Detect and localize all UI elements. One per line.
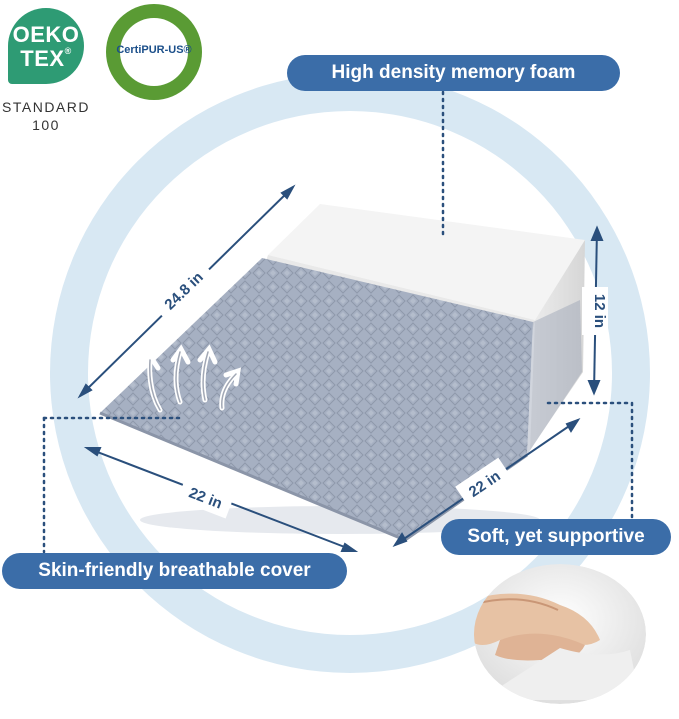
- cover-side: [527, 300, 582, 455]
- hand-foam-photo: [474, 564, 646, 704]
- callout-support: Soft, yet supportive: [441, 519, 671, 555]
- callout-cover: Skin-friendly breathable cover: [2, 553, 347, 589]
- callout-foam: High density memory foam: [287, 55, 620, 91]
- certipur-name: CertiPUR-US®: [116, 44, 192, 56]
- registered-mark: ®: [64, 46, 72, 56]
- cover-slope: [100, 258, 533, 540]
- foam-top: [268, 204, 585, 320]
- oeko-tex-standard: STANDARD 100: [2, 98, 90, 134]
- leader-lines: [42, 90, 634, 554]
- certipur-seal: CertiPUR-US®: [106, 4, 202, 100]
- oeko-standard-label: STANDARD: [2, 99, 90, 115]
- oeko-tex-logo: OEKO TEX®: [8, 8, 84, 84]
- oeko-standard-number: 100: [32, 117, 60, 133]
- foam-side: [530, 240, 585, 450]
- dimension-height-label: 12 in: [591, 294, 608, 328]
- oeko-tex-line2: TEX: [20, 46, 65, 71]
